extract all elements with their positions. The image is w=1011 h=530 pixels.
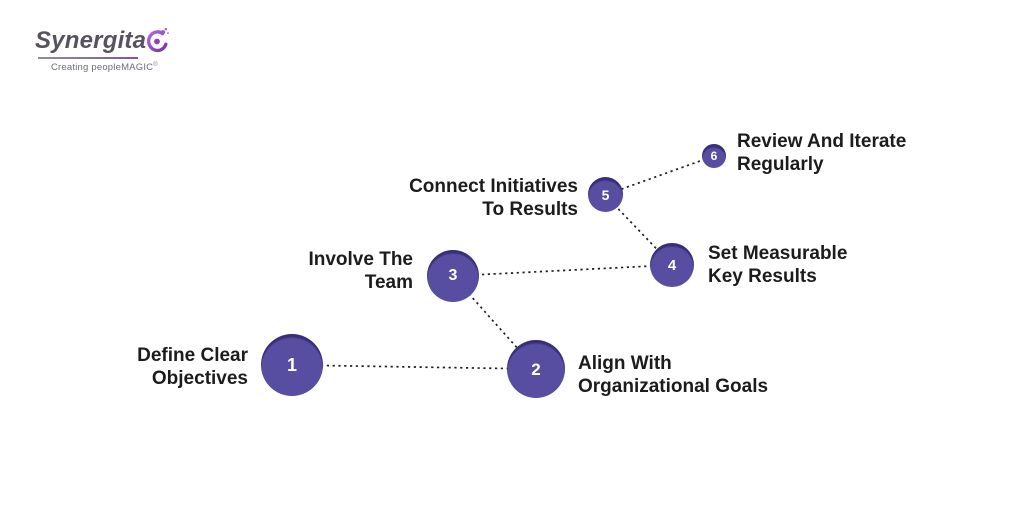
connector-1-2 [291, 364, 537, 370]
step-label-line: Team [364, 271, 413, 293]
brand-name: Synergita [35, 27, 147, 54]
step-label-line: Regularly [737, 153, 824, 175]
step-number: 2 [531, 359, 541, 379]
step-label-line: Involve The [308, 249, 413, 270]
step-label-line: Set Measurable [708, 243, 848, 264]
step-label-line: Objectives [151, 367, 248, 389]
step-circle-2: 2 [507, 340, 565, 398]
brand-row: Synergita [35, 26, 170, 56]
step-label-3: Involve The Team [308, 249, 413, 294]
step-label-1: Define Clear Objectives [137, 345, 248, 390]
connector-3-4 [452, 264, 673, 277]
step-circle-1: 1 [261, 334, 323, 396]
step-label-line: Key Results [708, 265, 817, 287]
registered-mark: ® [153, 62, 158, 68]
step-label-line: To Results [482, 198, 578, 220]
logo-tagline: Creating peopleMAGIC® [51, 62, 170, 73]
step-number: 3 [448, 267, 458, 284]
synergita-swirl-icon [147, 27, 170, 53]
connector-4-5 [604, 194, 673, 266]
step-number: 6 [710, 149, 718, 163]
connector-5-6 [604, 155, 715, 196]
step-number: 1 [286, 355, 297, 375]
step-circle-4: 4 [650, 243, 694, 287]
logo-divider [38, 57, 138, 59]
step-circle-3: 3 [427, 250, 479, 302]
step-label-4: Set Measurable Key Results [708, 243, 847, 288]
logo: Synergita Creating peopleMAGIC® [35, 26, 170, 73]
step-number: 4 [667, 256, 677, 274]
step-label-6: Review And Iterate Regularly [737, 131, 906, 176]
step-label-line: Connect Initiatives [409, 176, 578, 197]
step-label-line: Review And Iterate [737, 131, 907, 152]
step-circle-5: 5 [588, 177, 623, 212]
step-label-5: Connect Initiatives To Results [409, 176, 578, 221]
step-number: 5 [601, 186, 610, 203]
step-label-line: Organizational Goals [578, 375, 769, 397]
step-circle-6: 6 [702, 144, 726, 168]
tagline-text: Creating peopleMAGIC [51, 62, 154, 74]
step-label-2: Align With Organizational Goals [578, 353, 768, 398]
step-label-line: Align With [578, 353, 672, 374]
step-label-line: Define Clear [137, 345, 248, 366]
